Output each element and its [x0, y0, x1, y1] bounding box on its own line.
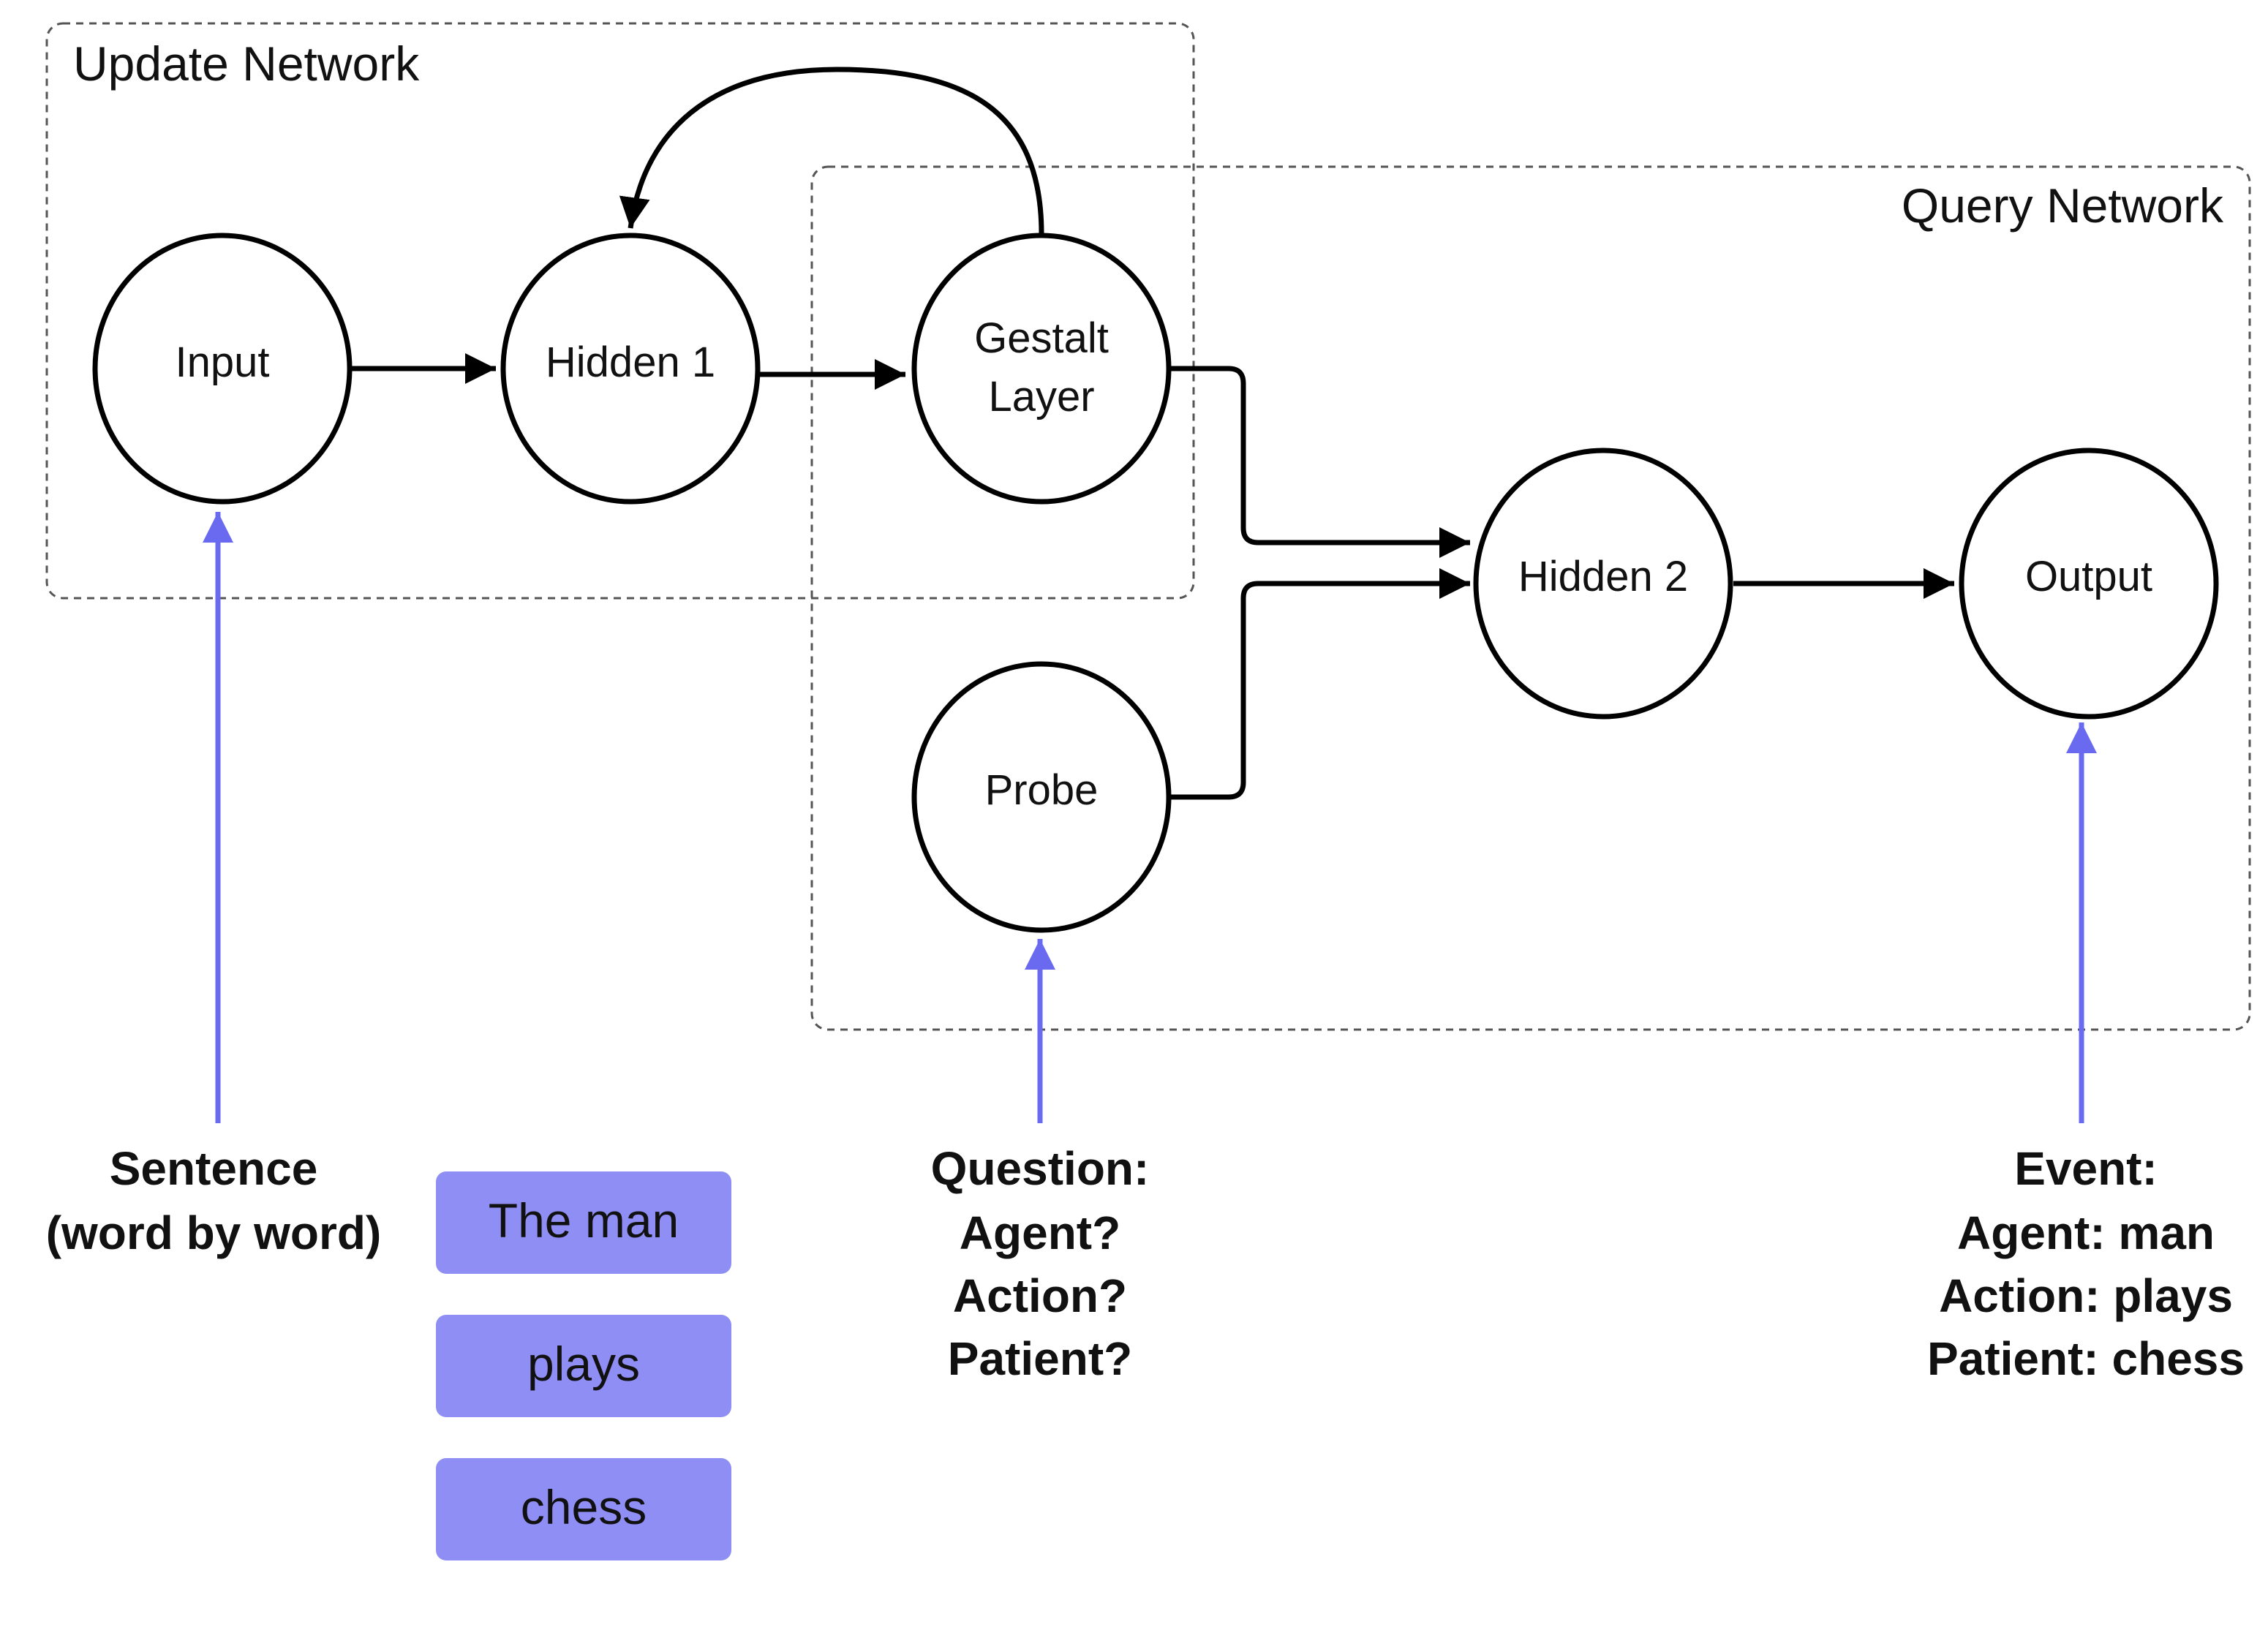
event-line-2: Agent: man: [1957, 1207, 2215, 1259]
word-box: The man: [436, 1171, 731, 1274]
question-description: Question: Agent? Action? Patient?: [931, 1142, 1150, 1385]
update-network-region: Update Network: [45, 22, 1195, 600]
event-line-1: Event:: [2014, 1142, 2158, 1195]
update-network-label: Update Network: [73, 37, 420, 91]
node-output: Output: [1959, 448, 2219, 720]
word-box-label: plays: [527, 1337, 640, 1391]
external-inputs: [203, 512, 2097, 1123]
word-sequence: The man plays chess: [436, 1171, 731, 1560]
node-probe: Probe: [911, 661, 1172, 933]
question-line-4: Patient?: [948, 1332, 1132, 1385]
node-hidden2: Hidden 2: [1473, 448, 1733, 720]
edge-gestalt-hidden2: [1170, 366, 1470, 558]
sentence-line-2: (word by word): [46, 1207, 382, 1259]
event-line-3: Action: plays: [1939, 1269, 2233, 1322]
query-network-region: Query Network: [810, 165, 2251, 1031]
edge-probe-hidden2: [1170, 568, 1470, 800]
query-network-label: Query Network: [1902, 178, 2224, 233]
event-line-4: Patient: chess: [1927, 1332, 2245, 1385]
connections: [351, 67, 1954, 800]
sentence-line-1: Sentence: [110, 1142, 318, 1195]
node-gestalt-label-line2: Layer: [988, 373, 1094, 420]
node-input-label: Input: [176, 339, 270, 386]
edge-gestalt-recurrent-hidden1: [619, 67, 1044, 235]
sentence-description: Sentence (word by word): [46, 1142, 382, 1259]
word-box: chess: [436, 1458, 731, 1560]
node-hidden1-label: Hidden 1: [546, 339, 715, 386]
node-output-label: Output: [2025, 553, 2152, 600]
node-hidden2-label: Hidden 2: [1518, 553, 1688, 600]
question-line-1: Question:: [931, 1142, 1150, 1195]
word-box-label: The man: [489, 1193, 679, 1248]
node-gestalt-label-line1: Gestalt: [974, 314, 1109, 362]
question-line-3: Action?: [953, 1269, 1127, 1322]
node-probe-label: Probe: [985, 766, 1099, 814]
node-hidden1: Hidden 1: [500, 233, 761, 505]
word-box: plays: [436, 1315, 731, 1417]
event-description: Event: Agent: man Action: plays Patient:…: [1927, 1142, 2245, 1385]
word-box-label: chess: [521, 1480, 647, 1534]
question-line-2: Agent?: [960, 1207, 1120, 1259]
node-input: Input: [92, 233, 353, 505]
node-gestalt-layer: Gestalt Layer: [911, 233, 1172, 505]
